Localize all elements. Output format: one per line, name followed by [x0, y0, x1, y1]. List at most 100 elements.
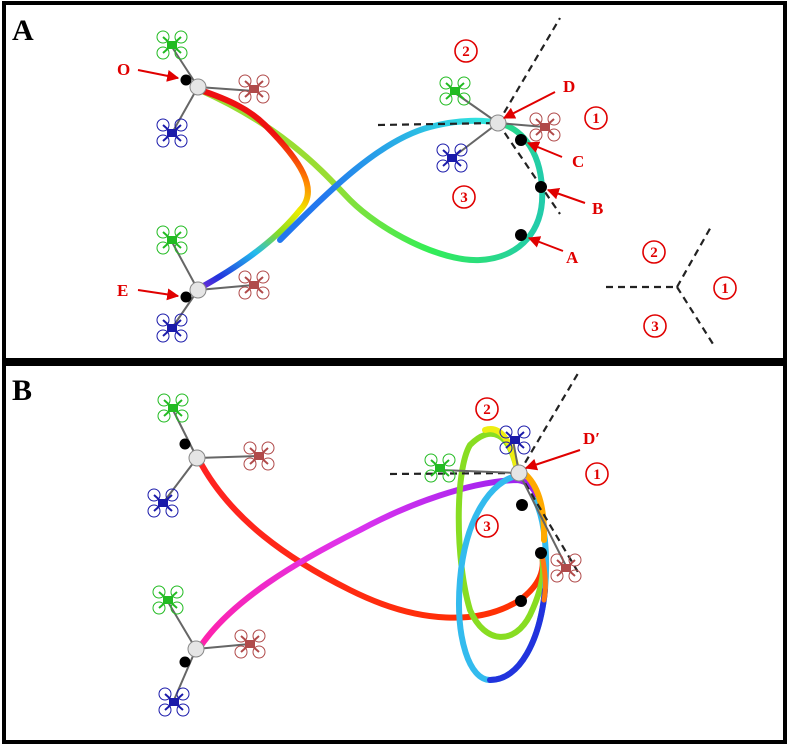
blue-drone-icon	[156, 118, 188, 148]
green-drone-icon	[157, 393, 189, 423]
panel-a-label: A	[12, 14, 34, 47]
panel-a-team-start	[156, 30, 270, 148]
panel-b-label: B	[12, 374, 32, 407]
region-2-circle	[475, 397, 499, 421]
point-c-label: C	[572, 152, 584, 171]
region-2-label: 2	[462, 44, 470, 60]
start-marker	[179, 438, 191, 450]
legend-region-2-circle	[642, 240, 666, 264]
legend-region-2-label: 2	[650, 245, 658, 261]
cable	[167, 601, 197, 650]
arrow-d	[502, 91, 556, 119]
boundary-upper-right	[518, 369, 581, 474]
region-3-label: 3	[483, 519, 491, 535]
region-3-circle	[452, 185, 476, 209]
panel-a-team-d	[436, 76, 561, 173]
blue-drone-icon	[147, 488, 179, 518]
boundary-lower-right	[497, 122, 561, 215]
region-1-label: 1	[592, 111, 600, 127]
red-drone-icon	[238, 74, 270, 104]
arrow-o	[137, 69, 180, 82]
payload-sphere	[510, 464, 528, 482]
payload-sphere	[187, 640, 205, 658]
green-drone-icon	[156, 30, 188, 60]
panel-b: B	[2, 362, 787, 744]
panel-a-region-labels: 2 1 3	[452, 39, 608, 209]
cable	[195, 643, 251, 650]
legend-region-1-label: 1	[721, 281, 729, 297]
arrow-e	[137, 288, 180, 301]
boundary-left	[377, 121, 499, 127]
blue-drone-icon	[436, 143, 468, 173]
panel-a-frame	[2, 1, 787, 362]
region-1-circle	[585, 462, 609, 486]
point-e-label: E	[117, 281, 128, 300]
region-1-label: 1	[593, 467, 601, 483]
legend-region-3-circle	[643, 314, 667, 338]
point-d-prime-label: D′	[583, 429, 600, 448]
panel-a-arrows	[137, 69, 586, 301]
region-2-circle	[454, 39, 478, 63]
waypoint-b-marker	[535, 547, 547, 559]
blue-drone-icon	[156, 313, 188, 343]
point-d-label: D	[563, 77, 575, 96]
legend-boundary-down	[676, 286, 714, 345]
point-a-label: A	[566, 248, 579, 267]
point-o-label: O	[117, 60, 130, 79]
cable	[171, 241, 199, 291]
panel-a: A	[2, 1, 787, 362]
trajectory-red	[195, 455, 546, 621]
trajectory-cross-left	[197, 87, 311, 291]
cable	[162, 457, 198, 504]
panel-b-frame	[2, 362, 787, 744]
point-b-label: B	[592, 199, 603, 218]
cable	[197, 284, 255, 291]
waypoint-c-marker	[516, 499, 528, 511]
trajectory-lower-loop	[197, 87, 546, 264]
boundary-lower-right	[518, 472, 579, 573]
end-marker	[179, 656, 191, 668]
trajectory-magenta	[195, 476, 545, 653]
trajectory-upper-return	[277, 117, 501, 243]
arrow-b	[546, 187, 586, 204]
cable	[172, 409, 198, 459]
arrow-c	[526, 141, 563, 158]
region-3-circle	[475, 514, 499, 538]
trajectory-green-loop	[455, 430, 547, 640]
waypoint-a-marker	[515, 595, 527, 607]
payload-sphere	[489, 114, 507, 132]
green-drone-icon	[156, 225, 188, 255]
panel-a-legend-labels: 2 1 3	[642, 240, 737, 338]
cable	[197, 86, 255, 92]
cable	[518, 472, 567, 567]
region-2-label: 2	[483, 402, 491, 418]
point-e-marker	[180, 291, 192, 303]
trajectory-blue	[487, 587, 548, 683]
legend-boundary-up	[676, 224, 713, 288]
panel-b-team-end	[152, 585, 266, 717]
arrow-d-prime	[524, 449, 581, 471]
cable	[196, 455, 260, 459]
panel-b-team-d-prime	[424, 425, 582, 583]
panel-a-trajectory	[197, 87, 546, 291]
panel-b-team-start	[147, 393, 275, 518]
trajectory-orange-low	[539, 552, 548, 603]
point-b-marker	[535, 181, 547, 193]
boundary-upper-right	[497, 17, 561, 124]
point-a-marker	[515, 229, 527, 241]
payload-sphere	[189, 281, 207, 299]
panel-a-team-end	[156, 225, 270, 343]
panel-a-boundaries	[377, 17, 561, 215]
payload-sphere	[188, 449, 206, 467]
blue-drone-icon	[158, 687, 190, 717]
cable	[171, 86, 199, 134]
legend-region-1-circle	[713, 276, 737, 300]
trajectory-cyan-loop	[456, 472, 550, 684]
arrow-a	[527, 236, 564, 252]
green-drone-icon	[424, 453, 456, 483]
region-3-label: 3	[460, 190, 468, 206]
payload-sphere	[189, 78, 207, 96]
green-drone-icon	[152, 585, 184, 615]
point-c-marker	[515, 134, 527, 146]
